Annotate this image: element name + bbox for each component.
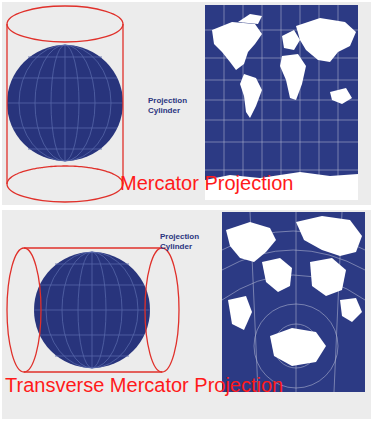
mercator-map [205, 5, 358, 200]
globe [34, 252, 150, 368]
cylinder-label: Projection Cylinder [148, 96, 200, 116]
projection-title: Mercator Projection [120, 172, 293, 194]
transverse-mercator-map [222, 212, 365, 392]
panel [2, 2, 371, 205]
projection-cylinder [7, 6, 123, 202]
panel [2, 210, 371, 419]
cylinder-label: Projection Cylinder [160, 232, 212, 252]
projection-cylinder [7, 248, 179, 372]
projection-title: Transverse Mercator Projection [5, 374, 283, 396]
globe [7, 45, 123, 161]
